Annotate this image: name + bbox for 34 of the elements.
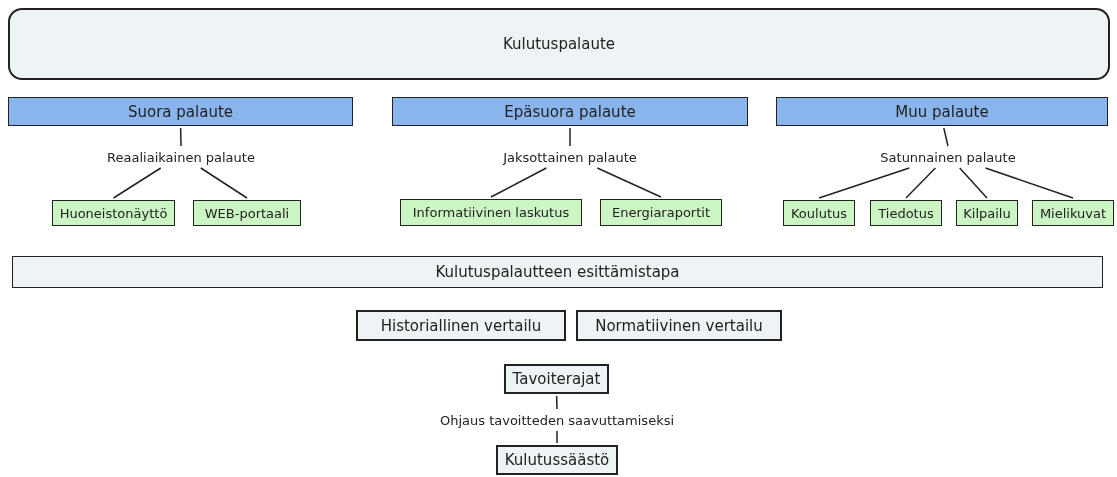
item-box: Energiaraportit (600, 199, 722, 226)
item-box: Informatiivinen laskutus (400, 199, 582, 226)
connector-line (984, 167, 1074, 199)
subcategory-label: Reaaliaikainen palaute (98, 148, 264, 166)
connector-line (569, 127, 571, 147)
item-box: Kilpailu (956, 200, 1018, 226)
connector-line (179, 127, 182, 147)
method-box: Kulutussäästö (496, 445, 618, 475)
section-band: Kulutuspalautteen esittämistapa (12, 256, 1103, 288)
item-box: Koulutus (783, 200, 855, 226)
step-label: Ohjaus tavoitteden saavuttamiseksi (407, 411, 707, 429)
connector-line (818, 167, 911, 199)
method-box: Historiallinen vertailu (356, 310, 566, 341)
item-box: WEB-portaali (193, 200, 301, 226)
category-box: Epäsuora palaute (392, 97, 748, 126)
category-box: Suora palaute (8, 97, 353, 126)
connector-line (596, 167, 662, 198)
method-box: Normatiivinen vertailu (576, 310, 782, 341)
item-box: Huoneistonäyttö (52, 200, 175, 226)
item-box: Tiedotus (870, 200, 942, 226)
subcategory-label: Satunnainen palaute (862, 148, 1034, 166)
subcategory-label: Jaksottainen palaute (480, 148, 660, 166)
connector-line (112, 167, 162, 199)
method-box: Tavoiterajat (504, 364, 609, 394)
title-box: Kulutuspalaute (8, 8, 1110, 80)
connector-line (200, 167, 248, 199)
connector-line (555, 395, 558, 410)
item-box: Mielikuvat (1032, 200, 1114, 226)
connector-line (556, 430, 558, 444)
connector-line (958, 167, 988, 199)
category-box: Muu palaute (776, 97, 1108, 126)
connector-line (905, 167, 937, 199)
connector-line (943, 127, 949, 147)
connector-line (490, 167, 548, 198)
